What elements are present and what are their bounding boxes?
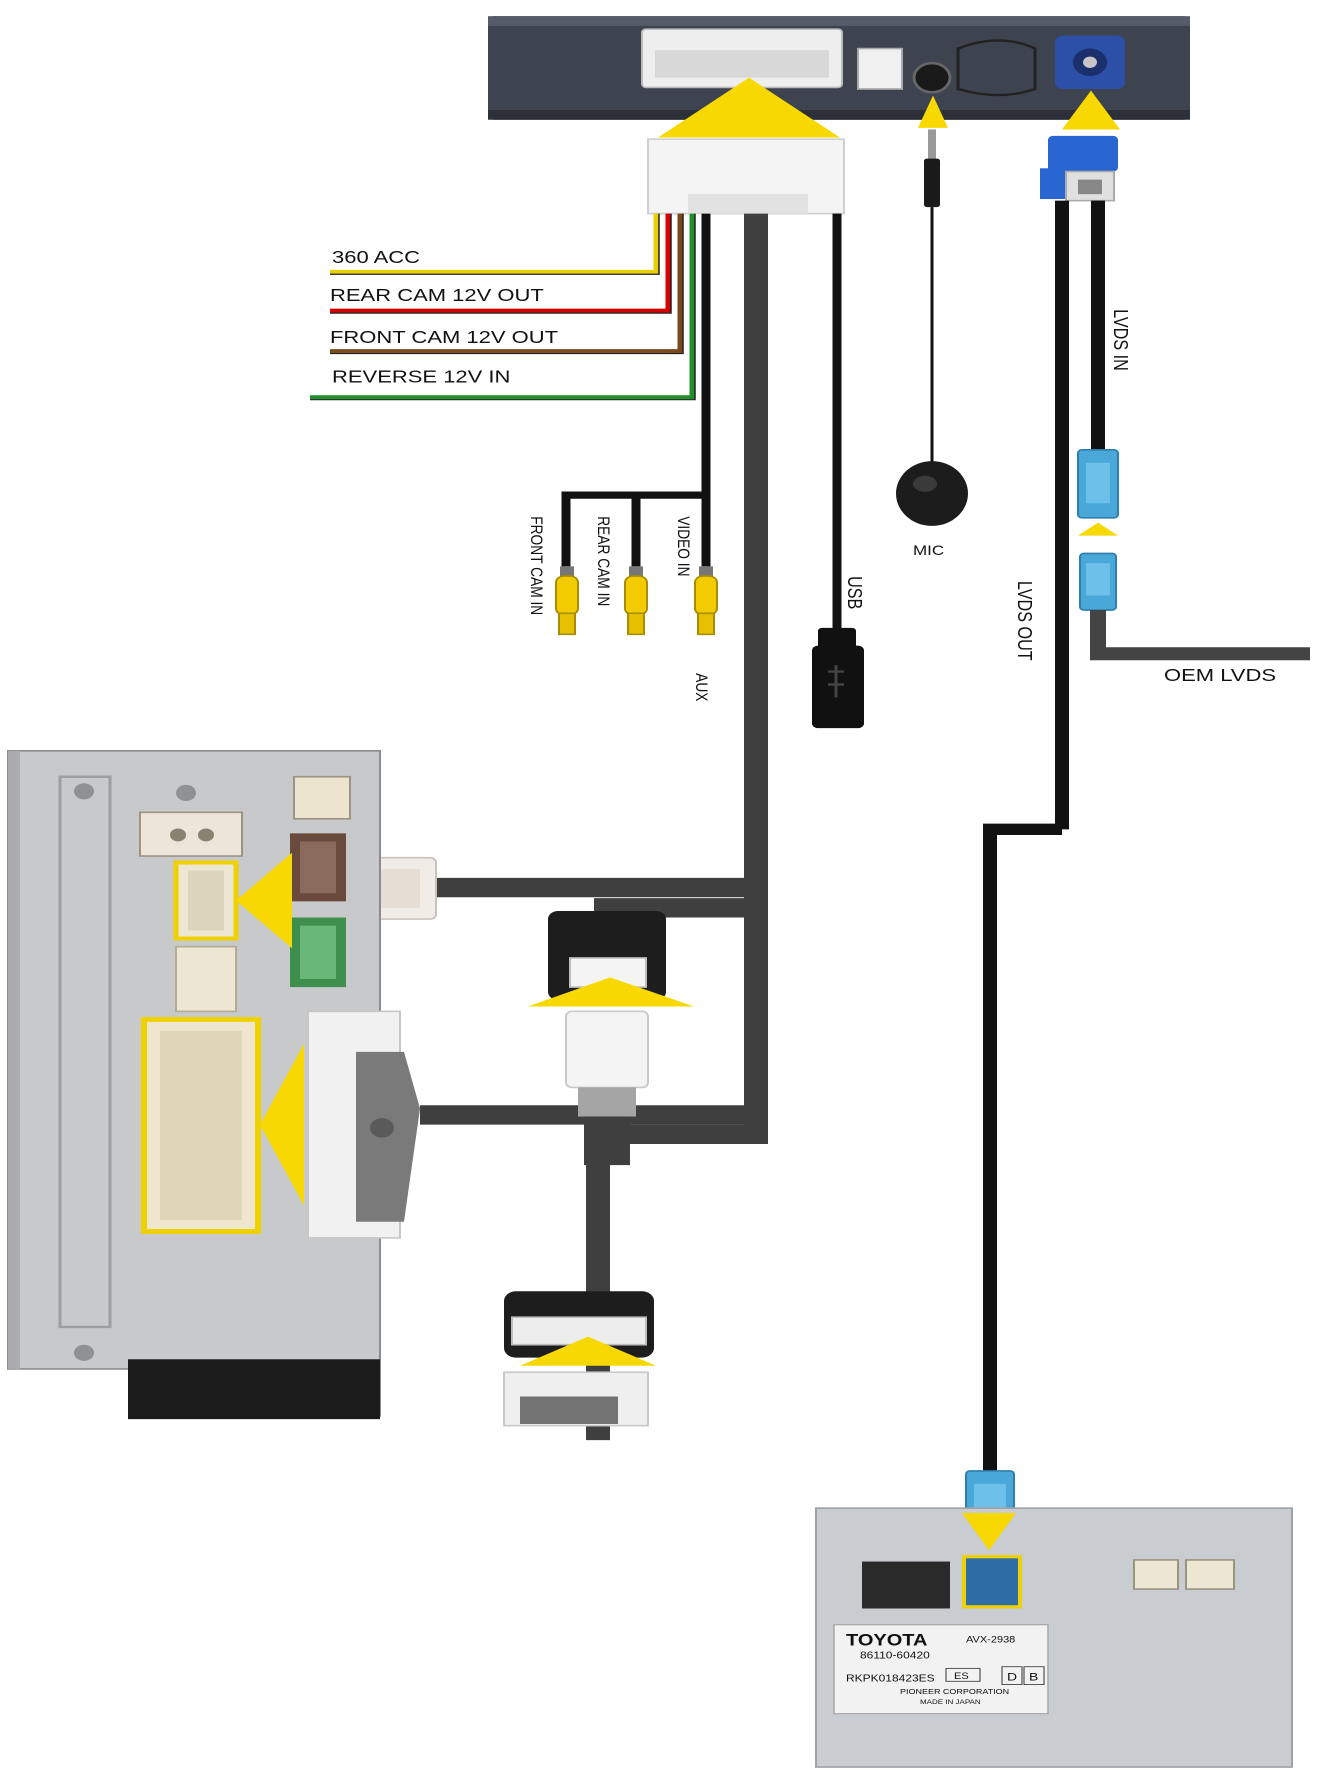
- head-unit-label-sticker: TOYOTA AVX-2938 86110-60420 RKPK018423ES…: [833, 1624, 1049, 1715]
- head-unit-part-no: 86110-60420: [860, 1651, 930, 1662]
- label-rear-cam-in: REAR CAM IN: [594, 516, 613, 606]
- label-reverse-12v-in: REVERSE 12V IN: [332, 368, 510, 388]
- label-mic: MIC: [913, 543, 944, 558]
- chassis-socket-target-large: [141, 1017, 261, 1234]
- label-lvds-out: LVDS OUT: [1014, 581, 1036, 661]
- label-oem-lvds: OEM LVDS: [1164, 666, 1276, 686]
- wire-rear-cam: [330, 213, 671, 313]
- interface-box: [488, 16, 1190, 120]
- factory-plug-lower: [503, 1371, 649, 1427]
- head-unit-badge: ES: [954, 1672, 969, 1682]
- head-unit-lvds-socket: [962, 1555, 1022, 1609]
- head-unit-serial: RKPK018423ES: [846, 1673, 935, 1684]
- arrow-main-harness: [658, 77, 840, 138]
- head-unit-box-b: B: [1029, 1670, 1038, 1683]
- label-aux: AUX: [692, 673, 711, 701]
- chassis-socket-green: [290, 917, 346, 988]
- harness-plug-middle: [548, 911, 666, 1001]
- chassis-socket-target-upper: [173, 860, 239, 941]
- blank-port-outline: [956, 39, 1037, 97]
- rca-video-in: [694, 566, 718, 636]
- usb-cable: [812, 213, 864, 729]
- factory-plug-middle: [565, 1010, 649, 1166]
- head-unit-model: AVX-2938: [966, 1635, 1016, 1645]
- lvds-inline-male: [1079, 552, 1117, 611]
- chassis-socket-top-right: [293, 775, 351, 820]
- harness-plug-lower: [504, 1291, 654, 1358]
- chassis-socket-upper-lower: [175, 945, 237, 1013]
- head-unit-black-socket: [862, 1561, 950, 1609]
- interface-small-socket: [857, 47, 903, 90]
- arrow-upper-socket-b: [236, 900, 292, 949]
- head-unit-maker: PIONEER CORPORATION: [900, 1688, 1009, 1696]
- interface-main-socket: [641, 28, 843, 89]
- head-unit-box-d: D: [1007, 1670, 1017, 1683]
- arrow-mic: [918, 95, 948, 128]
- diagram-scaled-group: 360 ACC REAR CAM 12V OUT FRONT CAM 12V O…: [7, 16, 1310, 1768]
- wire-reverse: [310, 213, 695, 400]
- rca-rear-cam-in: [624, 566, 648, 636]
- oem-lvds-cable: [1090, 610, 1310, 661]
- arrow-upper-socket: [236, 852, 292, 901]
- wire-acc: [330, 213, 659, 274]
- lvds-inline-female: [1077, 449, 1119, 519]
- rca-front-cam-in: [555, 566, 579, 636]
- label-rear-cam-12v-out: REAR CAM 12V OUT: [330, 286, 544, 306]
- mic-cable: [896, 129, 968, 526]
- label-front-cam-in: FRONT CAM IN: [527, 516, 546, 615]
- label-front-cam-12v-out: FRONT CAM 12V OUT: [330, 328, 558, 348]
- label-video-in: VIDEO IN: [674, 516, 693, 576]
- arrow-lvds-in: [1062, 90, 1120, 130]
- label-usb: USB: [844, 576, 866, 609]
- lvds-top-plug: [1040, 135, 1118, 202]
- label-360-acc: 360 ACC: [332, 248, 420, 268]
- usb-plug: [812, 645, 864, 729]
- lvds-out-cable: [983, 823, 1062, 1481]
- arrow-lvds-inline: [1078, 522, 1118, 536]
- arrow-lower-plug: [520, 1336, 656, 1366]
- wire-front-cam: [330, 213, 683, 354]
- head-unit-brand: TOYOTA: [846, 1631, 927, 1649]
- chassis-socket-brown: [290, 833, 346, 902]
- arrow-middle-plug: [528, 977, 694, 1007]
- trigger-wires: [310, 213, 695, 400]
- harness-plug-large: [307, 1010, 420, 1239]
- interface-lvds-socket: [1055, 35, 1125, 89]
- video-wire: [561, 213, 711, 567]
- mic-jack: [912, 61, 952, 94]
- trigger-wire-shadows: [310, 213, 696, 401]
- head-unit-origin: MADE IN JAPAN: [920, 1698, 981, 1706]
- mic-capsule: [896, 461, 968, 526]
- arrow-head-unit-lvds: [962, 1513, 1016, 1551]
- arrow-large-socket: [260, 1043, 304, 1206]
- label-lvds-in: LVDS IN: [1110, 309, 1132, 371]
- main-harness-plug: [647, 138, 845, 215]
- chassis-socket-top-left: [139, 811, 243, 857]
